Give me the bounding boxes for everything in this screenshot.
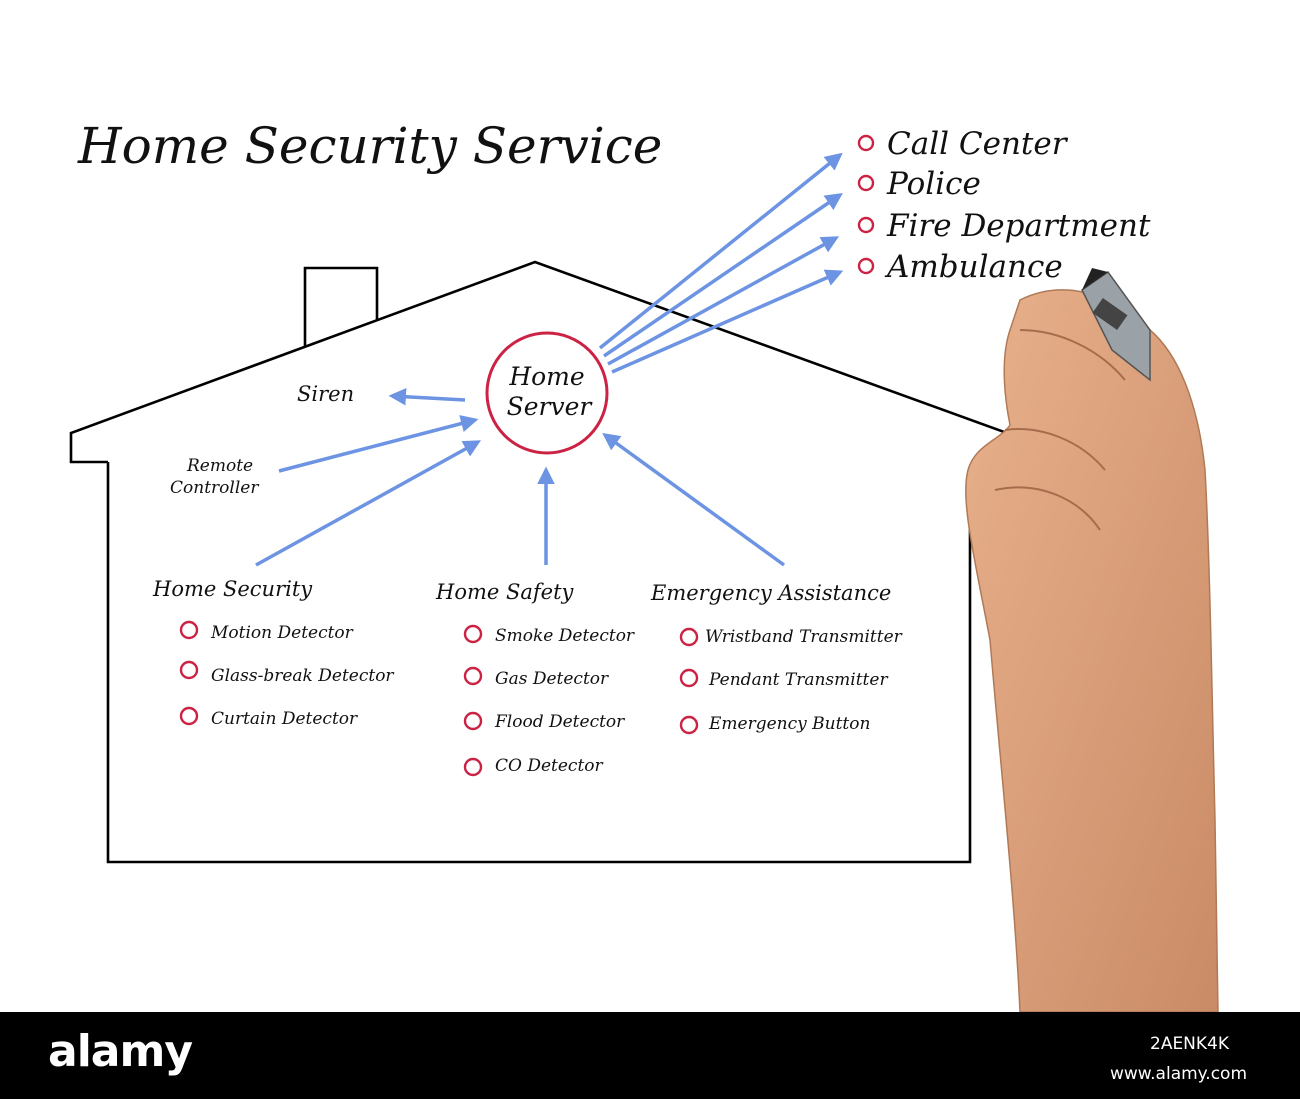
output-ambulance: Ambulance xyxy=(884,249,1063,285)
output-bullet xyxy=(857,174,875,192)
item-smoke-detector: Smoke Detector xyxy=(495,626,635,646)
item-bullet xyxy=(179,660,199,680)
group-heading: Home Safety xyxy=(435,580,575,604)
output-arrows xyxy=(598,152,844,374)
arrow-to-siren xyxy=(388,388,466,406)
item-emergency-button: Emergency Button xyxy=(708,714,870,734)
arrow-from-remote xyxy=(278,415,479,473)
hand-with-marker xyxy=(965,268,1219,1013)
item-gas-detector: Gas Detector xyxy=(495,669,609,689)
watermark-banner: alamy 2AENK4K www.alamy.com xyxy=(0,1012,1300,1099)
banner-url: www.alamy.com xyxy=(1110,1064,1248,1084)
banner-image-code: 2AENK4K xyxy=(1150,1034,1230,1054)
group-heading: Emergency Assistance xyxy=(650,581,891,605)
item-bullet xyxy=(463,624,483,644)
arrow-to-ambulance xyxy=(611,269,844,374)
item-bullet xyxy=(679,627,699,647)
remote-label-line2: Controller xyxy=(170,478,259,498)
item-curtain-detector: Curtain Detector xyxy=(211,709,358,729)
item-bullet xyxy=(463,757,483,777)
group-heading: Home Security xyxy=(152,577,313,601)
remote-label-line1: Remote xyxy=(186,456,253,476)
output-bullet xyxy=(857,257,875,275)
arrow-from-emergency-assistance xyxy=(602,432,786,567)
item-co-detector: CO Detector xyxy=(495,756,604,776)
home-server-label-line2: Server xyxy=(507,392,594,421)
item-pendant-transmitter: Pendant Transmitter xyxy=(708,670,888,690)
item-wristband-transmitter: Wristband Transmitter xyxy=(705,627,903,647)
item-glass-break-detector: Glass-break Detector xyxy=(211,666,394,686)
outputs-list: Call Center Police Fire Department Ambul… xyxy=(857,126,1151,285)
item-bullet xyxy=(179,706,199,726)
arrow-to-police xyxy=(603,193,843,358)
output-fire-department: Fire Department xyxy=(886,208,1151,244)
item-flood-detector: Flood Detector xyxy=(494,712,625,732)
siren-label: Siren xyxy=(297,382,354,406)
item-bullet xyxy=(179,620,199,640)
group-emergency-assistance: Emergency Assistance Wristband Transmitt… xyxy=(650,581,903,735)
item-motion-detector: Motion Detector xyxy=(210,623,354,643)
item-bullet xyxy=(463,711,483,731)
item-bullet xyxy=(679,715,699,735)
diagram-title: Home Security Service xyxy=(77,117,662,175)
item-bullet xyxy=(463,666,483,686)
banner-logo: alamy xyxy=(48,1026,193,1077)
arrow-to-fire-department xyxy=(607,236,840,366)
home-server-node: Home Server xyxy=(485,331,609,455)
output-call-center: Call Center xyxy=(887,126,1069,162)
home-server-circle xyxy=(485,331,609,455)
arrow-to-call-center xyxy=(598,152,843,350)
group-home-security: Home Security Motion Detector Glass-brea… xyxy=(152,577,394,729)
arrow-from-home-security xyxy=(255,440,482,567)
output-police: Police xyxy=(886,166,981,202)
group-home-safety: Home Safety Smoke Detector Gas Detector … xyxy=(435,580,635,777)
output-bullet xyxy=(857,134,875,152)
item-bullet xyxy=(679,668,699,688)
output-bullet xyxy=(857,216,875,234)
marker-pen xyxy=(1081,268,1151,382)
home-server-label-line1: Home xyxy=(508,362,584,391)
